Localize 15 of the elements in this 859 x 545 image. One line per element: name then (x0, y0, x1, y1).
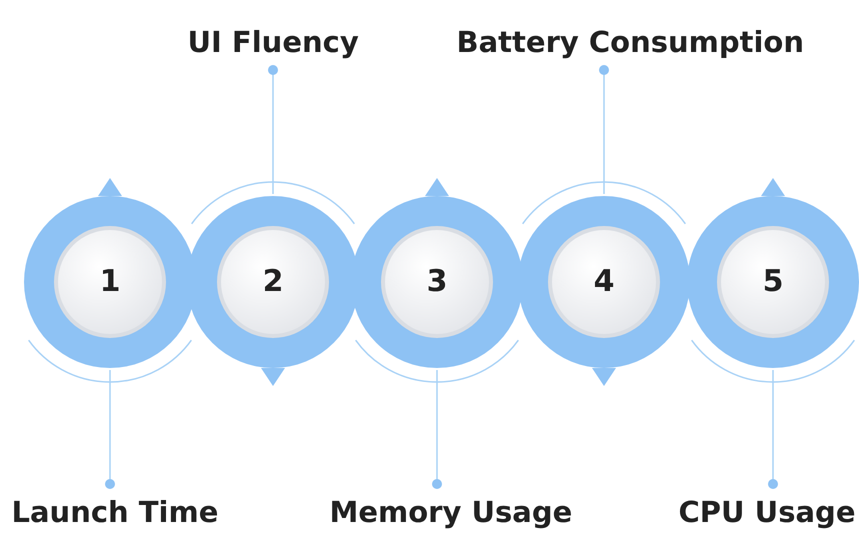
step-number: 3 (426, 263, 448, 301)
leader-line (432, 370, 442, 489)
step-number: 5 (762, 263, 784, 301)
step-number: 1 (98, 263, 122, 301)
step-label: Battery Consumption (456, 20, 804, 64)
step-number: 4 (592, 263, 616, 301)
step-number: 2 (262, 263, 284, 301)
leader-line (768, 370, 778, 489)
step-label: UI Fluency (188, 20, 359, 64)
step-label: Launch Time (12, 490, 218, 534)
step-label: Memory Usage (330, 490, 572, 534)
leader-line (599, 65, 609, 194)
step-label: CPU Usage (678, 490, 856, 534)
leader-line (105, 370, 115, 489)
leader-line (268, 65, 278, 194)
